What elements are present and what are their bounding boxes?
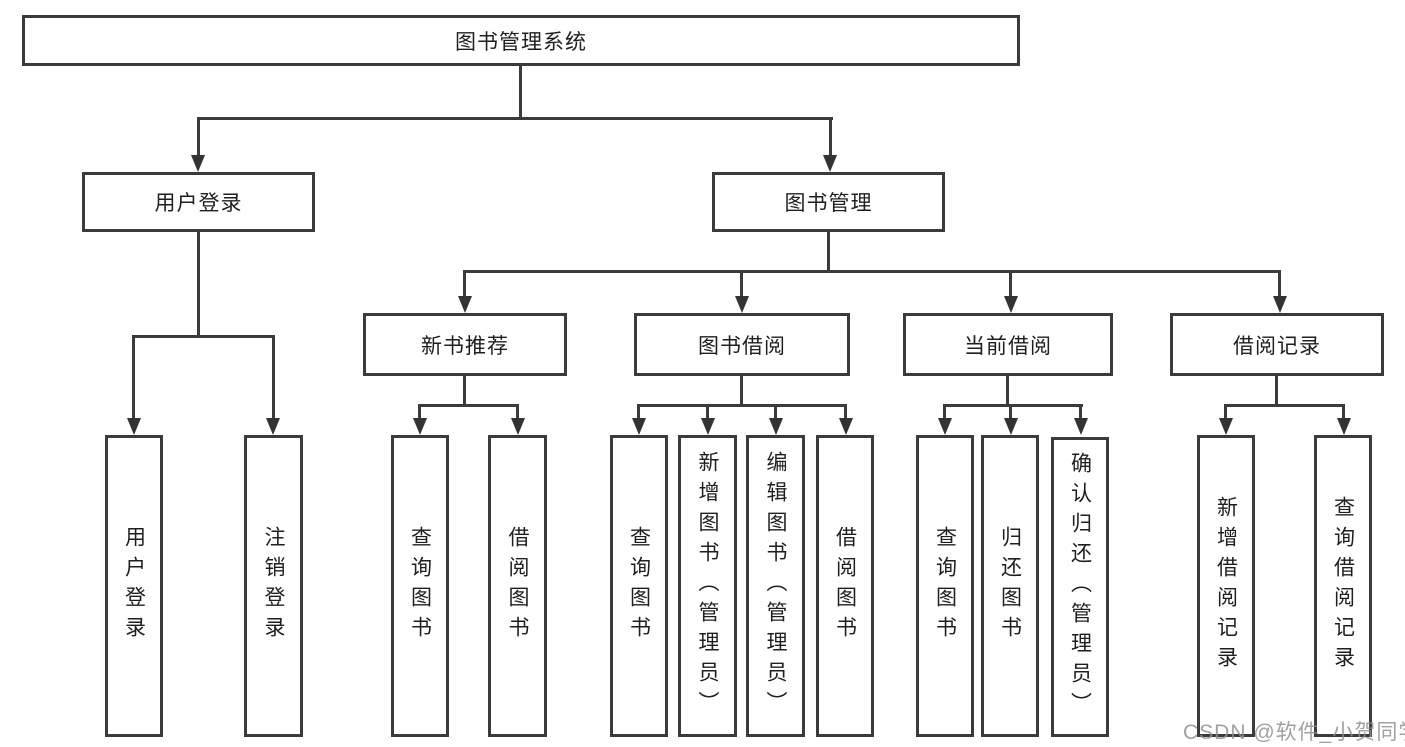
csdn-watermark: CSDN @软件_小贺同学	[1183, 721, 1405, 744]
node-label: 图书借阅	[698, 334, 786, 358]
arrowhead-down-icon	[1337, 418, 1351, 435]
node-leaf-add-book-admin: 新增图书（管理员）	[678, 435, 737, 737]
arrowhead-down-icon	[938, 418, 952, 435]
node-book-borrow: 图书借阅	[634, 313, 850, 376]
node-book-management: 图书管理	[712, 172, 945, 232]
connector-line	[463, 270, 466, 298]
connector-line	[1009, 270, 1012, 298]
node-leaf-logout: 注销登录	[244, 435, 303, 737]
connector-line	[463, 270, 1281, 273]
connector-line	[829, 117, 832, 159]
node-leaf-add-borrow-record: 新增借阅记录	[1197, 435, 1255, 737]
node-root-label: 图书管理系统	[455, 30, 587, 54]
connector-line	[516, 404, 519, 421]
node-label: 归还图书	[998, 526, 1022, 646]
arrowhead-down-icon	[1004, 296, 1018, 313]
connector-line	[197, 230, 200, 338]
arrowhead-down-icon	[769, 418, 783, 435]
connector-line	[943, 404, 946, 421]
node-current-borrow: 当前借阅	[903, 313, 1113, 376]
arrowhead-down-icon	[511, 418, 525, 435]
connector-line	[740, 270, 743, 298]
arrowhead-down-icon	[458, 296, 472, 313]
node-leaf-query-book-recommend: 查询图书	[391, 435, 449, 737]
node-label: 查询借阅记录	[1331, 496, 1355, 676]
arrowhead-down-icon	[839, 418, 853, 435]
node-leaf-query-book-borrow: 查询图书	[610, 435, 668, 737]
node-label: 新增借阅记录	[1214, 496, 1238, 676]
connector-line	[774, 404, 777, 421]
arrowhead-down-icon	[1273, 296, 1287, 313]
node-leaf-confirm-return-admin: 确认归还（管理员）	[1051, 437, 1109, 737]
connector-line	[132, 335, 275, 338]
arrowhead-down-icon	[632, 418, 646, 435]
node-label: 查询图书	[627, 526, 651, 646]
node-leaf-return-book: 归还图书	[981, 435, 1039, 737]
arrowhead-down-icon	[127, 418, 141, 435]
node-label: 编辑图书（管理员）	[764, 451, 787, 721]
arrowhead-down-icon	[701, 418, 715, 435]
node-label: 查询图书	[408, 526, 432, 646]
connector-line	[827, 230, 830, 272]
node-label: 新增图书（管理员）	[696, 451, 719, 721]
connector-line	[1079, 404, 1082, 421]
node-new-book-recommend: 新书推荐	[363, 313, 567, 376]
arrowhead-down-icon	[191, 155, 205, 172]
connector-line	[637, 404, 640, 421]
connector-line	[706, 404, 709, 421]
connector-line	[637, 404, 847, 407]
arrowhead-down-icon	[266, 418, 280, 435]
node-leaf-borrow-book-recommend: 借阅图书	[488, 435, 547, 737]
connector-line	[418, 404, 519, 407]
node-leaf-edit-book-admin: 编辑图书（管理员）	[746, 435, 805, 737]
node-label: 借阅图书	[833, 526, 857, 646]
connector-line	[740, 374, 743, 407]
node-leaf-user-login: 用户登录	[105, 435, 163, 737]
arrowhead-down-icon	[823, 155, 837, 172]
connector-line	[197, 117, 833, 120]
node-label: 确认归还（管理员）	[1068, 452, 1092, 722]
node-label: 新书推荐	[421, 334, 509, 358]
node-borrow-records: 借阅记录	[1170, 313, 1384, 376]
connector-line	[519, 64, 522, 118]
arrowhead-down-icon	[1004, 418, 1018, 435]
node-user-login-group: 用户登录	[82, 172, 315, 232]
node-label: 查询图书	[933, 526, 957, 646]
node-label: 当前借阅	[964, 334, 1052, 358]
node-leaf-query-borrow-record: 查询借阅记录	[1314, 435, 1372, 737]
connector-line	[1278, 270, 1281, 298]
connector-line	[1006, 374, 1009, 407]
node-root: 图书管理系统	[22, 15, 1020, 66]
connector-line	[943, 404, 1083, 407]
node-label: 借阅图书	[506, 526, 529, 646]
connector-line	[1224, 404, 1227, 421]
node-leaf-borrow-book: 借阅图书	[816, 435, 874, 737]
arrowhead-down-icon	[1219, 418, 1233, 435]
connector-line	[844, 404, 847, 421]
node-label: 图书管理	[784, 192, 873, 215]
connector-line	[463, 374, 466, 407]
arrowhead-down-icon	[735, 296, 749, 313]
connector-line	[197, 117, 200, 159]
node-leaf-query-book-current: 查询图书	[916, 435, 974, 737]
connector-line	[272, 335, 275, 421]
connector-line	[1009, 404, 1012, 421]
arrowhead-down-icon	[1074, 418, 1088, 435]
node-label: 注销登录	[262, 526, 285, 646]
node-label: 借阅记录	[1233, 334, 1321, 358]
connector-line	[132, 335, 135, 421]
node-label: 用户登录	[122, 526, 146, 646]
node-label: 用户登录	[154, 192, 243, 215]
connector-line	[1342, 404, 1345, 421]
connector-line	[418, 404, 421, 421]
arrowhead-down-icon	[413, 418, 427, 435]
connector-line	[1275, 374, 1278, 407]
connector-line	[1224, 404, 1345, 407]
